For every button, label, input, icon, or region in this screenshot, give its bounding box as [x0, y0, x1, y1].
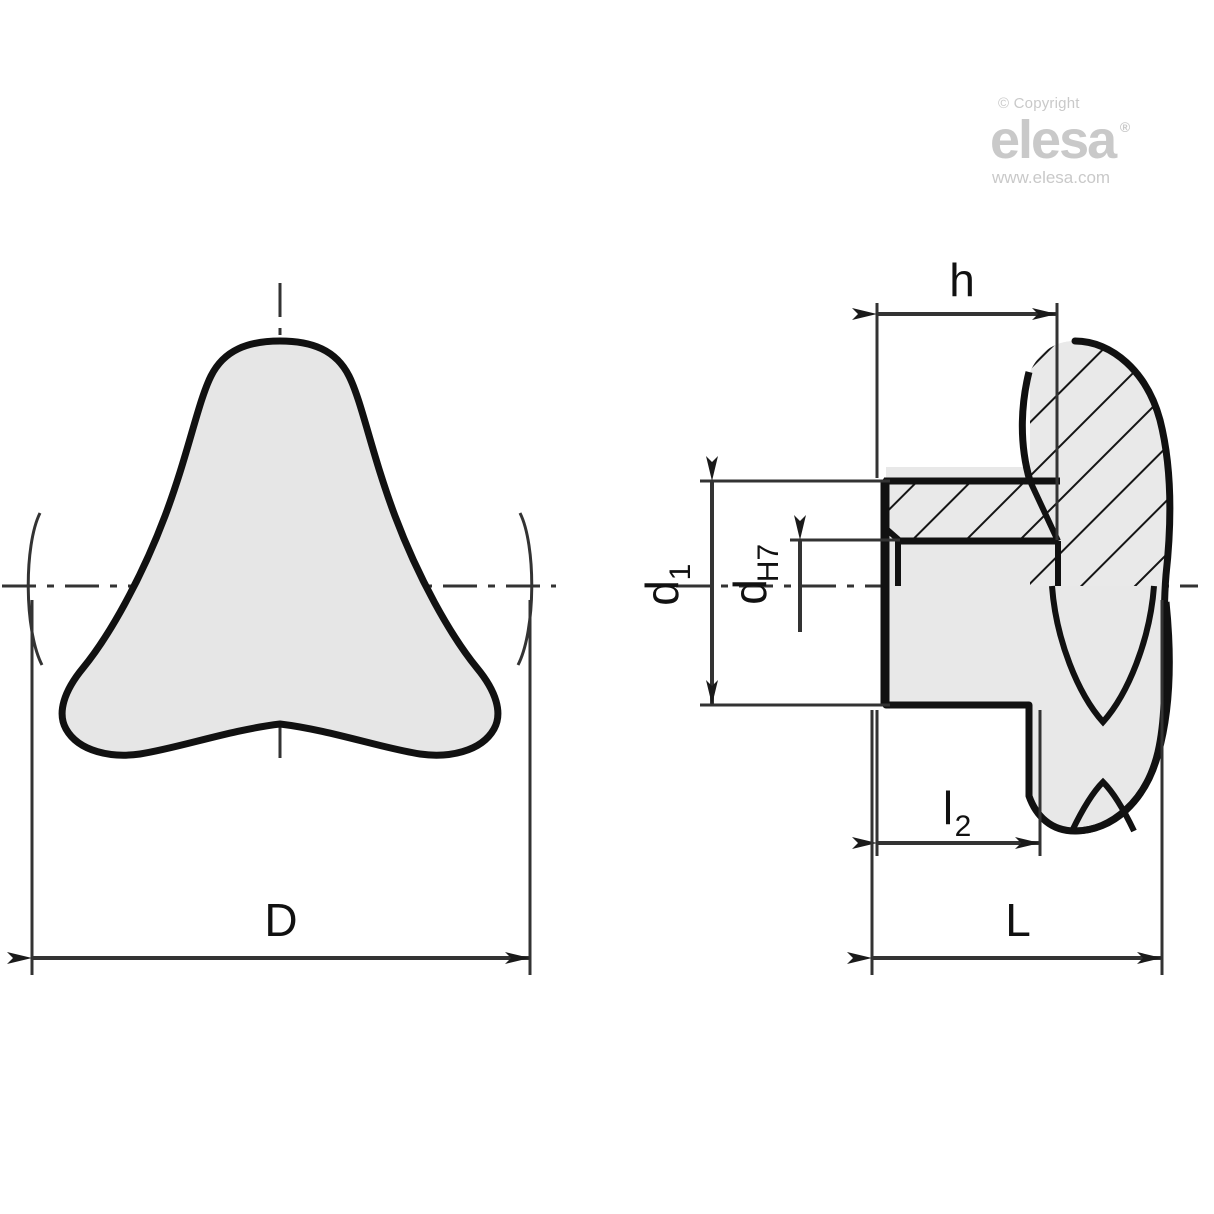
- registered-trademark-icon: ®: [1119, 119, 1130, 135]
- elesa-brand-mark: elesa ®: [990, 113, 1130, 167]
- dimension-l2-group: l 2: [852, 710, 1042, 856]
- lobe-valley-outline: [1049, 585, 1157, 727]
- dim-l2-subscript: 2: [955, 810, 972, 843]
- dimension-L-group: L: [847, 600, 1164, 975]
- dim-L-label: L: [1005, 894, 1031, 946]
- copyright-notice: © Copyright: [998, 95, 1080, 112]
- dimension-d1-group: d 1: [636, 456, 890, 707]
- dim-h-label: h: [949, 254, 975, 306]
- hub-to-head-transition-line: [1027, 479, 1061, 543]
- dimension-D-group: D: [7, 600, 532, 975]
- section-view-group: [676, 337, 1198, 835]
- knob-outer-silhouette: [882, 337, 1174, 835]
- dimension-dH7-group: d H7: [724, 515, 900, 632]
- dim-d1-subscript: 1: [664, 564, 697, 581]
- front-view-left-arc: [26, 512, 44, 666]
- knob-lower-rim: [1074, 601, 1173, 835]
- knob-hub-section-hatch: [886, 481, 1058, 540]
- front-view-right-arc: [516, 512, 534, 666]
- elesa-website-url: www.elesa.com: [992, 168, 1111, 188]
- knob-head-section-hatch: [1030, 341, 1170, 586]
- elesa-logo: © Copyright elesa ® www.elesa.com: [986, 95, 1156, 188]
- front-view-group: [2, 283, 556, 760]
- dim-dH7-label: d: [724, 579, 776, 605]
- knob-trefoil-outline: [58, 337, 502, 759]
- dim-d1-label: d: [636, 580, 688, 606]
- dim-dH7-subscript: H7: [752, 544, 785, 582]
- dim-l2-label: l: [943, 782, 953, 834]
- head-shoulder-line: [1018, 371, 1034, 482]
- elesa-brand-text: elesa: [990, 110, 1117, 170]
- dim-D-label: D: [264, 894, 297, 946]
- dimension-h-group: h: [852, 254, 1059, 540]
